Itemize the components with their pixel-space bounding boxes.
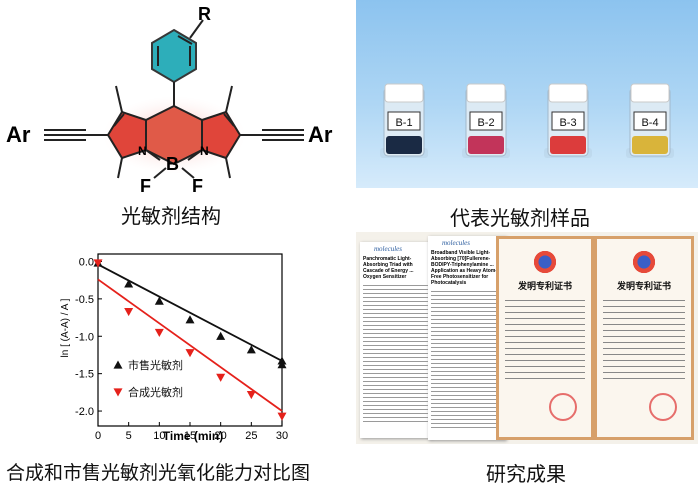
journal-logo-2: molecules [442,239,470,247]
samples-caption: 代表光敏剂样品 [450,206,590,230]
right-alkyne [240,129,304,141]
data-point-series-2 [277,412,287,421]
fluorine-right-label: F [192,176,203,196]
data-point-series-1 [277,360,287,369]
y-tick-label: -1.5 [75,369,94,381]
y-tick-label: -2.0 [75,406,94,418]
structure-caption: 光敏剂结构 [121,204,221,228]
patent-1-title: 发明专利证书 [517,282,572,292]
data-point-series-1 [154,296,164,305]
structure-panel: R N N B F F [0,0,349,200]
paper-1: molecules Panchromatic Light-Absorbing T… [360,242,432,438]
left-aryl-label: Ar [6,122,31,147]
y-tick-label: -0.5 [75,294,94,306]
fluorine-left-label: F [140,176,151,196]
patent-2-seal [649,393,677,421]
data-point-series-2 [154,328,164,338]
y-tick-label: -1.0 [75,331,94,343]
legend-label-1: 市售光敏剂 [128,358,183,372]
boron-label: B [166,154,179,174]
fit-line-2 [97,278,283,412]
data-point-series-1 [124,279,134,288]
vial-label: B-3 [559,117,576,129]
vial-label: B-2 [477,117,494,129]
patent-certificate-2: 发明专利证书 [594,236,694,440]
sample-vial: B-4 [626,83,674,158]
patent-2-body [603,300,685,380]
comparison-caption: 合成和市售光敏剂光氧化能力对比图 [6,462,311,484]
chart-xlabel: Time (min) [163,429,223,443]
paper-1-title: Panchromatic Light-Absorbing Triad with … [363,256,414,280]
chart-svg: 0 5 10 15 20 25 30 0.0 -0.5 -1.0 -1.5 -2.0 市售光敏剂合成光… [60,253,288,443]
phenyl-ring [151,19,204,84]
results-caption: 研究成果 [486,462,566,486]
paper-1-body [363,285,429,425]
patent-emblem-icon [631,249,657,275]
patent-1-body [505,300,585,380]
results-collage: molecules Panchromatic Light-Absorbing T… [356,232,698,444]
right-aryl-label: Ar [308,122,333,147]
nitrogen-left-label: N [138,144,147,158]
journal-logo: molecules [374,245,402,253]
sample-vial: B-2 [462,83,510,158]
data-point-series-1 [246,345,256,354]
legend-label-2: 合成光敏剂 [128,385,183,399]
substituent-label: R [198,4,211,24]
data-point-series-2 [93,259,103,268]
bodipy-structure-drawing: R N N B F F [6,4,333,196]
vial-label: B-4 [641,117,658,129]
x-tick-label: 5 [126,430,132,442]
y-tick-label: 0.0 [79,256,94,268]
sample-vial: B-3 [544,83,592,158]
data-point-series-2 [216,373,226,382]
samples-photo: B-1 B-2 B-3 B-4 [356,0,698,188]
data-point-series-2 [185,349,195,358]
x-tick-label: 20 [215,430,227,442]
data-point-series-1 [216,331,226,340]
data-point-series-1 [185,315,195,324]
vials-group: B-1 B-2 B-3 B-4 [380,83,674,158]
paper-2-title: Broadband Visible Light-Absorbing [70]Fu… [431,250,497,286]
chart-axes: 0 5 10 15 20 25 30 0.0 -0.5 -1.0 -1.5 -2.0 [75,253,288,442]
nitrogen-right-label: N [200,144,209,158]
chart-ylabel: ln [ (A-A) / A ] [60,298,71,357]
sample-vial: B-1 [380,83,428,158]
legend-marker-1 [113,360,123,369]
fit-line-1 [97,263,283,362]
paper-2-body [431,291,503,431]
bodipy-core [106,85,242,179]
patent-certificate-1: 发明专利证书 [496,236,594,440]
data-point-series-2 [124,307,134,317]
x-tick-label: 30 [276,430,288,442]
patent-1-seal [549,393,577,421]
paper-2: molecules Broadband Visible Light-Absorb… [428,236,506,440]
x-tick-label: 15 [184,430,196,442]
patent-2-title: 发明专利证书 [616,282,671,292]
comparison-chart: 0 5 10 15 20 25 30 0.0 -0.5 -1.0 -1.5 -2.0 市售光敏剂合成光… [56,248,296,448]
vial-label: B-1 [395,117,412,129]
left-alkyne [44,129,108,141]
x-tick-label: 25 [245,430,257,442]
data-point-series-2 [246,390,256,400]
legend-marker-2 [113,388,123,397]
x-tick-label: 0 [95,430,101,442]
x-tick-label: 10 [153,430,165,442]
patent-emblem-icon [532,249,558,275]
